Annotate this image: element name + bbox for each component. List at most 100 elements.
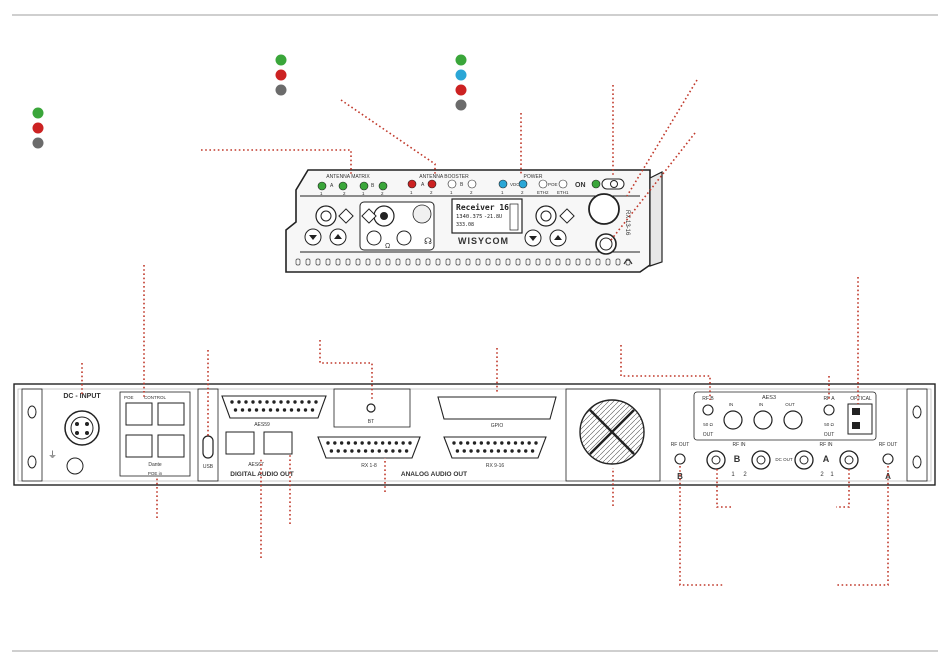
legend-antenna-booster — [275, 54, 287, 96]
db-pin — [534, 441, 538, 445]
db-pin — [251, 400, 255, 404]
power-label: POWER — [524, 174, 543, 180]
vent-hole — [395, 258, 401, 266]
db-pin — [459, 441, 463, 445]
rf-in-a2-inner — [799, 455, 809, 465]
rf-out-b-label: RF OUT — [671, 442, 690, 448]
aes67-port-2 — [263, 431, 293, 455]
digital-audio-out-label: DIGITAL AUDIO OUT — [230, 471, 293, 478]
toggle-knob — [610, 180, 618, 188]
rj45-control-1 — [125, 402, 153, 426]
rf-out-a-port — [882, 453, 894, 465]
db-pin — [360, 441, 364, 445]
db-pin — [310, 408, 315, 412]
vent-hole — [445, 258, 451, 266]
vent-hole — [475, 258, 481, 266]
vent-hole — [315, 258, 321, 266]
db-pin — [286, 400, 290, 404]
usb-c-port — [202, 435, 214, 459]
dante-label: Dante — [148, 462, 162, 468]
vent-hole — [605, 258, 611, 266]
rear-panel: DC - INPUT ⏚ POE CONTROL Dante POE in US… — [13, 383, 936, 486]
aes59-label: AES59 — [254, 422, 270, 428]
db-pin — [452, 441, 456, 445]
leader-menu-button — [610, 132, 696, 241]
rf-in-a-label: RF IN — [819, 442, 832, 448]
mode-knob[interactable] — [396, 230, 412, 246]
front-diamond-left — [338, 208, 354, 224]
legend-power — [455, 54, 467, 111]
rf-in-b-n1: 1 — [731, 472, 735, 478]
booster-n2: 2 — [430, 190, 433, 195]
leader-rf-in-b — [716, 469, 731, 508]
rf-in-b2-inner — [756, 455, 766, 465]
vdc-label: VDC — [510, 182, 520, 187]
rj45-control-2 — [157, 402, 185, 426]
db-pin — [346, 441, 351, 445]
rf-b-port — [702, 404, 714, 416]
aes3-xlr-3 — [783, 410, 803, 430]
db-pin — [329, 449, 334, 453]
rack-hole-right-top — [912, 405, 922, 419]
dc-pin-3 — [75, 431, 79, 435]
optical-port-2 — [852, 422, 860, 429]
vent-hole — [425, 258, 431, 266]
db-pin — [496, 449, 501, 453]
db-pin — [510, 449, 514, 453]
db-pin — [240, 408, 245, 412]
legend-dot-red — [455, 84, 467, 96]
poe-in-label: POE in — [148, 471, 163, 476]
front-bnc-left-inner — [320, 210, 332, 222]
db-pin — [479, 441, 484, 445]
vent-hole — [405, 258, 411, 266]
aes67-label: AES67 — [248, 462, 264, 468]
vent-hole — [415, 258, 421, 266]
rf-in-b-n2: 2 — [743, 472, 747, 478]
antenna-matrix-label: ANTENNA MATRIX — [326, 174, 370, 180]
rack-hole-left-top — [27, 405, 37, 419]
db-pin — [350, 449, 354, 453]
rf-a-big-label: A — [885, 472, 891, 481]
leader-rf-out-a — [837, 466, 889, 586]
vent-hole — [385, 258, 391, 266]
db-pin — [483, 449, 487, 453]
display-freq: 1340.375 — [456, 214, 483, 220]
dc-pin-1 — [75, 422, 79, 426]
led-booster-b2 — [467, 179, 477, 189]
power-toggle[interactable] — [601, 178, 625, 190]
db-pin — [333, 441, 337, 445]
volume-knob[interactable] — [366, 230, 382, 246]
down-arrow-icon-2 — [529, 236, 537, 241]
rack-hole-right-bottom — [912, 455, 922, 469]
led-matrix-a2 — [338, 181, 348, 191]
led-power-eth2 — [538, 179, 548, 189]
gpio-connector — [437, 396, 557, 420]
db-pin — [296, 408, 301, 412]
rx-9-16-label: RX 9-16 — [486, 463, 505, 469]
front-diamond-mid — [361, 208, 377, 224]
rx-1-8-pins — [326, 441, 412, 453]
headphone-symbol-icon: ☊ — [424, 236, 432, 246]
legend-dot-green — [455, 54, 467, 66]
led-power-eth1 — [558, 179, 568, 189]
db-pin — [258, 400, 262, 404]
db-pin — [469, 449, 473, 453]
db-pin — [387, 441, 392, 445]
led-matrix-a1 — [317, 181, 327, 191]
led-booster-a2 — [427, 179, 437, 189]
poe-label: POE — [124, 395, 134, 400]
rf-in-a-n1: 1 — [830, 472, 834, 478]
power-n2: 2 — [521, 190, 524, 195]
dc-input-label: DC - INPUT — [63, 393, 101, 400]
aes59-db25 — [221, 395, 327, 419]
db-pin — [363, 449, 368, 453]
db-pin — [307, 400, 311, 404]
rf-in-a2-bnc — [794, 450, 814, 470]
dc-out-label: DC OUT — [775, 457, 792, 462]
db-pin — [237, 400, 241, 404]
rf-b-big-label: B — [677, 472, 683, 481]
rj45-dante-2 — [157, 434, 185, 458]
db-pin — [503, 449, 507, 453]
menu-button[interactable] — [595, 233, 617, 255]
main-knob[interactable] — [588, 193, 620, 225]
